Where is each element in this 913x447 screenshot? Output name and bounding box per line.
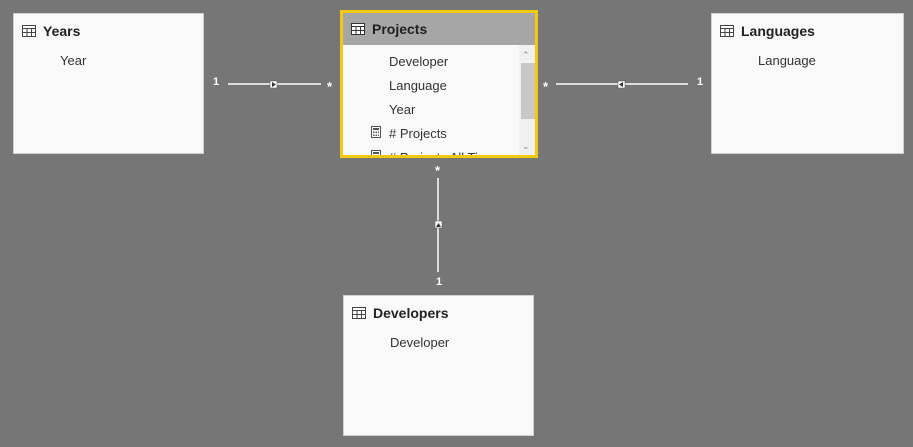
field-year[interactable]: Year (60, 53, 87, 68)
field-year[interactable]: Year (389, 102, 416, 117)
relationship-years-projects[interactable] (228, 80, 321, 89)
cardinality-label: 1 (213, 76, 220, 88)
field-language[interactable]: Language (758, 53, 816, 68)
filter-direction-arrow (272, 82, 276, 87)
table-title: Developers (373, 305, 449, 321)
table-icon (352, 307, 366, 319)
field-list-scrollbar[interactable]: ⌃ ⌄ (519, 45, 535, 155)
table-title: Languages (741, 23, 815, 39)
table-card-years[interactable]: Years Year (13, 13, 204, 154)
chevron-up-icon[interactable]: ⌃ (522, 50, 530, 60)
cardinality-label: 1 (436, 276, 443, 288)
table-header[interactable]: Years (14, 14, 203, 48)
cardinality-label: 1 (697, 76, 704, 88)
chevron-down-icon[interactable]: ⌄ (522, 141, 530, 151)
table-header[interactable]: Projects (343, 13, 535, 45)
table-header[interactable]: Languages (712, 14, 903, 48)
calculator-icon (371, 150, 381, 155)
cardinality-label: * (327, 79, 333, 94)
cardinality-label: * (543, 79, 549, 94)
filter-direction-arrow (619, 82, 623, 87)
table-title: Years (43, 23, 81, 39)
table-title: Projects (372, 21, 428, 37)
table-icon (22, 25, 36, 37)
relationship-projects-languages[interactable] (556, 80, 688, 89)
relationship-projects-developers[interactable] (434, 178, 443, 272)
calculator-icon (371, 126, 381, 138)
filter-direction-arrow (436, 223, 441, 227)
table-card-developers[interactable]: Developers Developer (343, 295, 534, 436)
field-developer[interactable]: Developer (389, 54, 449, 69)
cardinality-label: * (435, 163, 441, 178)
table-card-languages[interactable]: Languages Language (711, 13, 904, 154)
scrollbar-thumb[interactable] (521, 63, 535, 119)
table-card-projects[interactable]: Projects Developer Language Year # Proje… (340, 10, 538, 158)
field-language[interactable]: Language (389, 78, 447, 93)
table-icon (351, 23, 365, 35)
table-header[interactable]: Developers (344, 296, 533, 330)
table-icon (720, 25, 734, 37)
field-developer[interactable]: Developer (390, 335, 450, 350)
measure-projects-all-time[interactable]: # Projects All Time (389, 150, 496, 158)
measure-projects[interactable]: # Projects (389, 126, 447, 141)
